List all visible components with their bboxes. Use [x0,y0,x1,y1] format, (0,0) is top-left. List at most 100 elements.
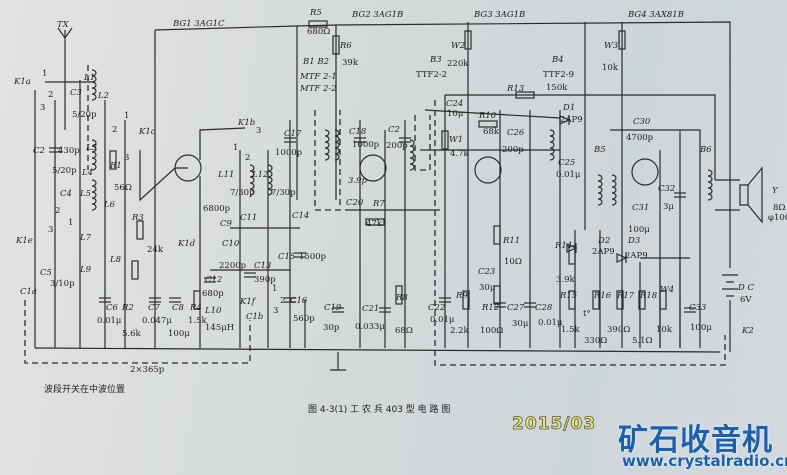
label-c19-val: 30p [323,323,340,333]
coil-symbol [611,174,617,206]
label-t1-val: 7/30p [230,188,255,198]
label-r1: R1 [109,161,122,171]
label-l1: L1 [83,73,95,83]
label-r17-val: 390Ω [607,325,630,335]
label-b5: B5 [593,145,606,155]
label-c18-val: 1000p [352,140,380,150]
label-c6-val: 0.01μ [97,316,122,326]
label-k2: K2 [741,326,754,336]
label-r2: R2 [121,303,134,313]
label-r10-val: 68k [483,127,500,137]
coil-symbol [249,164,255,196]
watermark-date: 2015/03 [512,414,597,435]
label-y-size: φ100 [768,213,787,223]
label-k1e-3: 3 [48,225,53,235]
label-r8: R8 [395,293,408,303]
resistor-symbol [616,290,624,310]
resistor-symbol [464,30,472,50]
label-y-imp: 8Ω [773,203,785,213]
label-y: Y [772,186,779,196]
label-l3: L3 [85,143,97,153]
coil-symbol [91,139,97,171]
label-c16: C16 [290,296,308,306]
label-r6-val: 39k [342,58,359,68]
label-b4-val: TTF2-9 [543,70,574,80]
label-c13-val: 390p [254,275,276,285]
label-b1b2: B1 B2 [302,57,329,67]
resistor-symbol [462,290,470,310]
label-c15: C15 [278,252,295,262]
label-bg2: BG2 3AG1B [351,10,403,20]
label-c22-val: 0.01μ [430,315,455,325]
label-c23: C23 [478,267,495,277]
label-r13-val: 150k [546,83,568,93]
label-cx: C2 [388,125,400,135]
label-r9-val: 2.2k [450,326,470,336]
resistor-symbol [395,285,403,305]
resistor-symbol [332,35,340,55]
label-r3-val: 24k [147,245,164,255]
label-b3: B3 [429,55,442,65]
label-c9-val: 6800p [203,204,231,214]
diode-symbol [616,253,628,263]
figure-caption: 图 4-3(1) 工 农 兵 403 型 电 路 图 [308,403,450,415]
label-c15-val: 1500p [299,252,327,262]
resistor-symbol [618,30,626,50]
label-c16-val: 560p [293,314,315,324]
label-k1d: K1d [177,239,196,249]
label-c7: C7 [148,303,161,313]
label-k1a: K1a [13,77,31,87]
label-k1e-2: 2 [55,206,60,216]
label-c17: C17 [284,129,302,139]
label-r7-val: 47k [366,219,383,229]
resistor-symbol [365,218,385,226]
label-c33-val: 100μ [690,323,712,333]
label-r15: R15 [559,291,577,301]
label-l8: L8 [109,255,122,265]
label-r17: R17 [616,291,635,301]
label-r8-val: 68Ω [395,326,413,336]
label-r11-val: 10Ω [504,257,522,267]
band-switch-note: 波段开关在中波位置 [44,383,125,395]
label-c20: C20 [346,198,364,208]
label-k1e: K1e [15,236,33,246]
coil-symbol [334,129,340,161]
label-k1c-3: 3 [124,153,129,163]
resistor-symbol [478,120,498,128]
label-l7: L7 [79,233,92,243]
label-t2-val: 7/30p [271,188,296,198]
label-c26-val: 200p [502,145,524,155]
label-d2: D2 [597,236,610,246]
watermark-site-name: 矿石收音机 [618,423,773,458]
transistor-bg1-symbol [174,154,202,182]
label-c2: C2 [33,146,45,156]
label-r4: R4 [189,303,202,313]
label-k1c-2: 2 [112,125,117,135]
label-k1f-2: 2 [280,296,285,306]
label-w3: W3 [604,41,618,51]
transistor-bg4-symbol [631,158,659,186]
label-k1f: K1f [239,297,257,307]
label-w2-val: 220k [447,59,469,69]
label-c6: C6 [106,303,119,313]
label-r5-val: 680Ω [307,27,330,37]
resistor-symbol [638,290,646,310]
label-c1b: C1b [246,312,263,322]
label-c25: C25 [558,158,575,168]
label-r3: R3 [131,213,144,223]
label-l6: L6 [103,200,116,210]
label-k1c-1: 1 [124,111,129,121]
label-c32-val: 3μ [663,202,674,212]
resistor-symbol [308,20,328,28]
label-r11: R11 [502,236,520,246]
label-k1b-2: 2 [245,153,250,163]
label-c24-val: 10μ [447,109,464,119]
label-k1b-3: 3 [256,126,261,136]
label-r16-val: 330Ω [584,336,607,346]
resistor-symbol [515,91,535,99]
label-c4: C4 [60,189,72,199]
label-r14: R14 [554,241,572,251]
label-r12: R12 [481,303,499,313]
label-mtf2: MTF 2-2 [299,84,337,94]
